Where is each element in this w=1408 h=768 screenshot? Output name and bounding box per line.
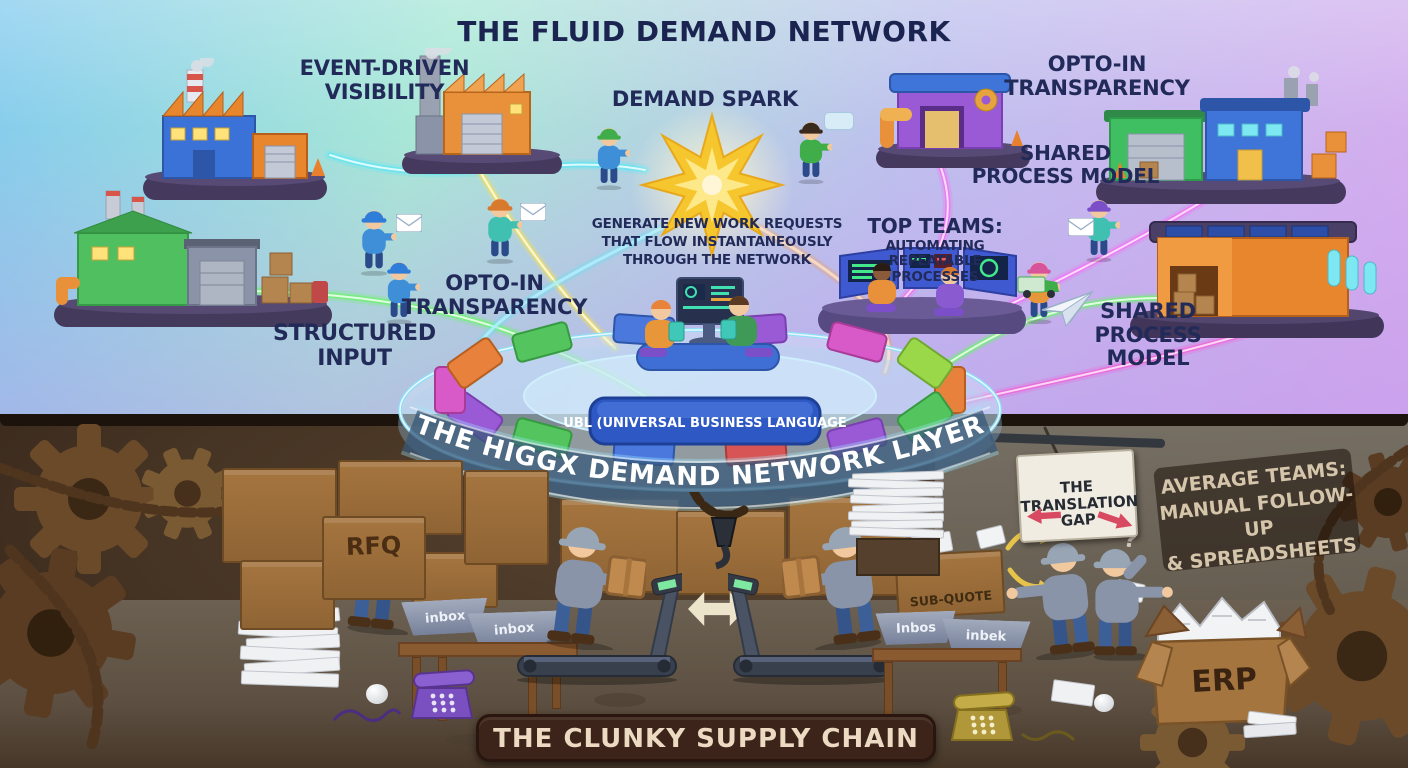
translation-gap-sign: THE TRANSLATION GAP	[1015, 448, 1139, 544]
flying-paper	[976, 525, 1006, 549]
neon-line-pink-upper	[893, 160, 953, 310]
factory-purple-top-right	[876, 73, 1030, 168]
chain-hook-icon	[689, 492, 749, 570]
factory-blue-green-far-right	[1096, 66, 1347, 204]
speech-bubble-icon	[824, 112, 854, 130]
crumpled-paper-icon	[1094, 694, 1114, 712]
control-room-top-teams	[818, 246, 1026, 334]
rfq-box-label: RFQ	[345, 531, 403, 561]
chain-icon	[4, 544, 104, 756]
erp-label: ERP	[1191, 662, 1258, 700]
telephone-yellow-icon	[950, 691, 1076, 742]
neon-line-yellow	[473, 163, 620, 353]
courier-character	[790, 120, 832, 184]
worker-confused	[1072, 544, 1180, 662]
traffic-cone-icon	[311, 158, 325, 176]
neon-line-green-right	[945, 293, 1167, 367]
delivery-truck-icon	[1017, 276, 1059, 298]
erp-box: ERP	[1134, 596, 1312, 739]
ubl-pill: UBL (UNIVERSAL BUSINESS LANGUAGE	[563, 396, 847, 446]
cardboard-box	[222, 468, 337, 563]
label-demand-spark: DEMAND SPARK	[611, 87, 799, 111]
treadmill-right	[728, 572, 893, 685]
label-top-teams: TOP TEAMS: AUTOMATING REPEATABLE PROCESS…	[845, 192, 1025, 308]
barrel-icon	[312, 281, 328, 303]
central-workstation	[636, 277, 780, 371]
traffic-cone-icon	[1114, 162, 1126, 178]
crumpled-paper-icon	[366, 684, 388, 704]
label-top-teams-sub: AUTOMATING REPEATABLE PROCESSES	[885, 238, 985, 285]
label-shared-process-upper: SHARED PROCESS MODEL	[971, 141, 1160, 188]
wooden-table	[398, 642, 578, 657]
neon-line-pink-far	[990, 195, 1210, 317]
telephone-purple-icon	[332, 669, 475, 722]
wooden-table	[872, 648, 1022, 662]
basement-banner: THE CLUNKY SUPPLY CHAIN BASEMENT	[476, 714, 936, 762]
factory-orange-warehouse	[1130, 221, 1384, 338]
inbox-tray-label: inbox	[424, 607, 466, 627]
envelope-icon	[396, 214, 422, 232]
treadmill-left	[517, 572, 682, 685]
envelope-icon	[1068, 218, 1094, 236]
rfq-box: RFQ	[322, 516, 426, 600]
factory-blue-top-left	[143, 58, 327, 200]
factory-orange-mid	[402, 48, 562, 174]
label-top-teams-heading: TOP TEAMS:	[867, 213, 1003, 238]
paper-stand	[856, 538, 940, 576]
label-event-driven-visibility: EVENT-DRIVEN VISIBILITY	[299, 56, 470, 104]
ubl-label: UBL (UNIVERSAL BUSINESS LANGUAGE	[563, 416, 846, 431]
factory-green-left	[54, 190, 332, 327]
cardboard-box	[464, 470, 549, 565]
envelope-icon	[520, 203, 546, 221]
traffic-cone-icon	[1011, 130, 1023, 146]
neon-line-magenta-lower	[957, 327, 1257, 407]
label-opto-in-right: OPTO-IN TRANSPARENCY	[1004, 52, 1190, 100]
inbox-tray: Inbos	[875, 611, 956, 646]
demand-network-platform: UBL (UNIVERSAL BUSINESS LANGUAGE THE HIG…	[385, 277, 1025, 518]
label-shared-process-lower: SHARED PROCESS MODEL	[1094, 299, 1202, 371]
sub-quote-label: SUB-QUOTE	[909, 587, 993, 610]
paper-plane-icon	[1041, 290, 1095, 328]
demand-spark-star	[630, 103, 794, 267]
label-spark-caption: GENERATE NEW WORK REQUESTS THAT FLOW INS…	[591, 216, 843, 268]
courier-character	[588, 126, 630, 190]
label-opto-in-left: OPTO-IN TRANSPARENCY	[401, 271, 588, 319]
inbox-tray-label: Inbos	[895, 619, 937, 637]
cardboard-box	[240, 560, 335, 630]
average-teams-sign: AVERAGE TEAMS: MANUAL FOLLOW-UP & SPREAD…	[1153, 447, 1361, 576]
label-structured-input: STRUCTURED INPUT	[273, 321, 436, 371]
main-title: THE FLUID DEMAND NETWORK	[457, 15, 951, 48]
